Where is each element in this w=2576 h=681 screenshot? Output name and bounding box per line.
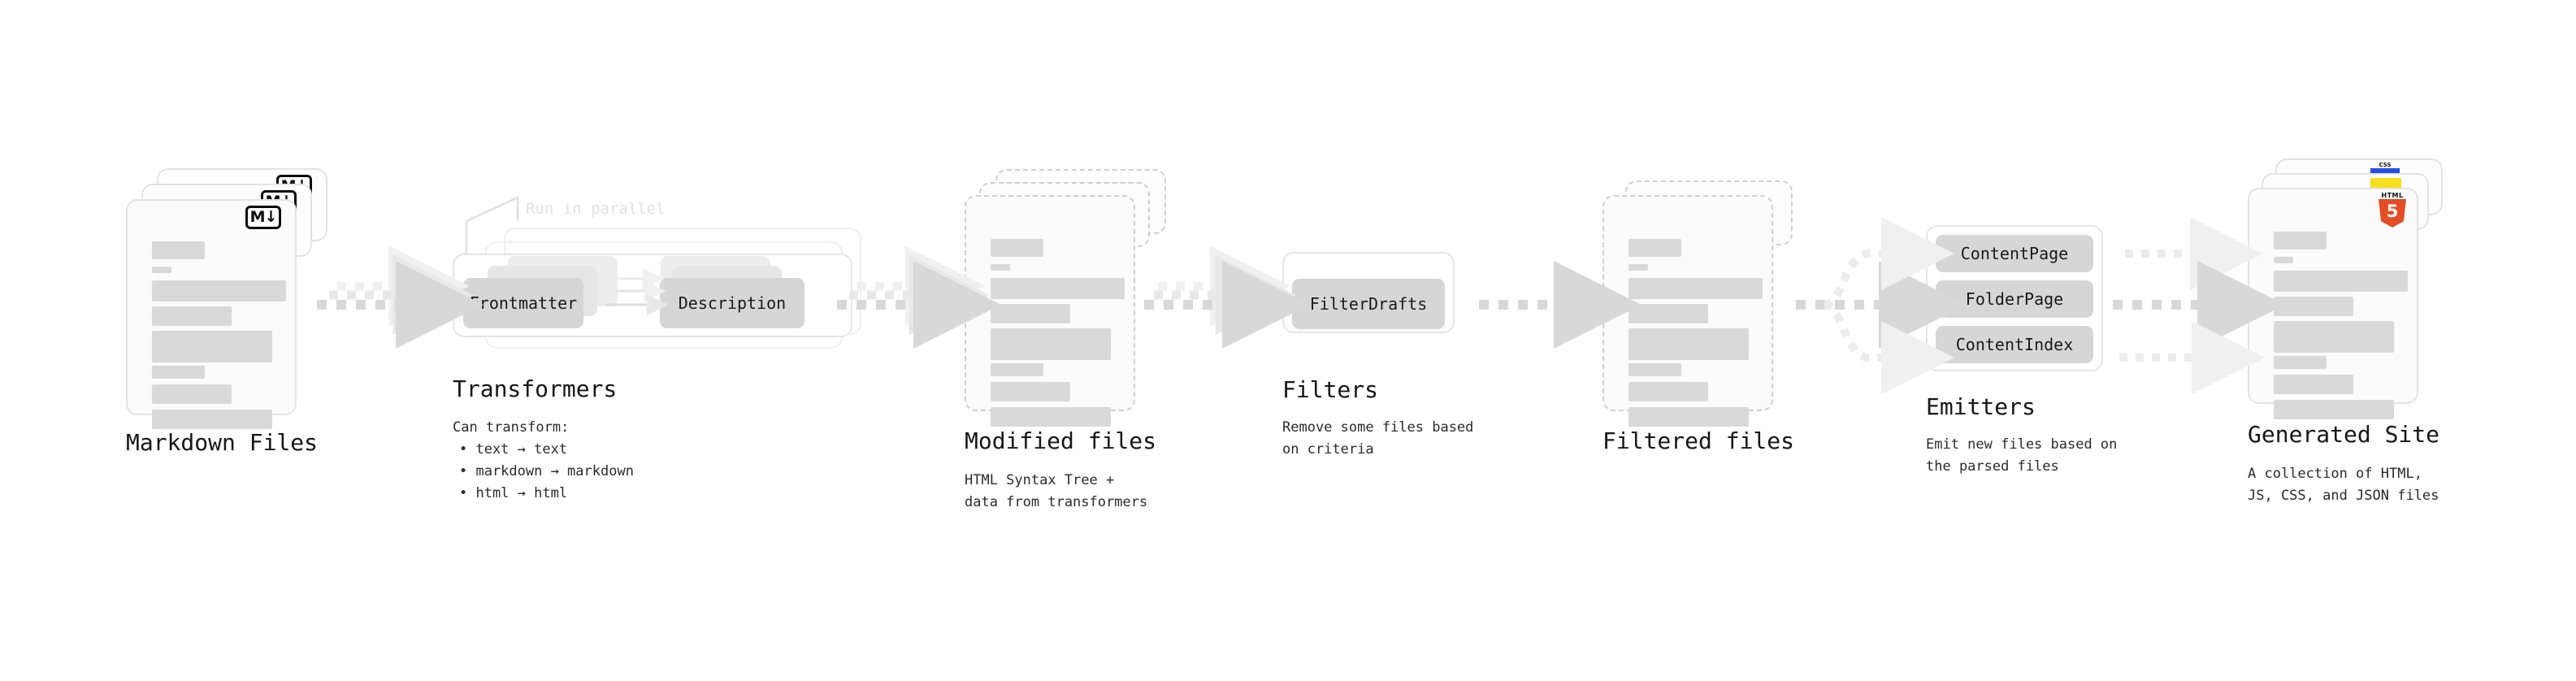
arrow-modified-files-to-filters [1144,245,1310,349]
skeleton-line [1628,382,1708,401]
skeleton-line [1628,407,1749,427]
stage-title-filtered-files: Filtered files [1602,427,1795,454]
stage-caption-transformers: Can transform: [453,419,570,436]
skeleton-line [2274,297,2353,316]
skeleton-line [2274,232,2327,249]
pill-frontmatter[interactable]: Frontmatter [463,278,583,328]
skeleton-line [152,267,171,273]
skeleton-line [152,280,286,301]
stage-caption-generated-site: A collection of HTML, JS, CSS, and JSON … [2248,466,2439,504]
skeleton-line [991,264,1010,271]
skeleton-line [1628,264,1648,271]
skeleton-line [152,241,205,259]
stage-caption-emitters: Emit new files based on the parsed files [1926,436,2118,475]
skeleton-line [152,331,272,362]
css-logo: CSS [2370,162,2400,175]
pill-filterdrafts[interactable]: FilterDrafts [1292,279,1445,329]
skeleton-line [991,304,1070,323]
transformers-bullet-list: • text → text • markdown → markdown • ht… [459,439,634,505]
skeleton-line [2274,400,2394,419]
stage-caption-filters: Remove some files based on criteria [1282,419,1474,458]
pill-description[interactable]: Description [660,278,804,328]
pill-contentpage[interactable]: ContentPage [1936,235,2093,272]
stage-caption-modified-files: HTML Syntax Tree + data from transformer… [965,472,1148,510]
stage-title-emitters: Emitters [1926,393,2036,420]
pill-contentindex[interactable]: ContentIndex [1936,326,2093,363]
transformers-bullet-item: • markdown → markdown [459,463,634,479]
skeleton-line [991,328,1111,360]
arrow-emitters-to-generated-site [2113,217,2285,394]
stage-title-transformers: Transformers [453,375,618,402]
skeleton-line [1628,328,1749,360]
skeleton-line [2274,375,2353,394]
filtered-card-front [1602,195,1773,427]
stage-title-markdown-files: Markdown Files [126,429,319,456]
skeleton-line [991,407,1111,427]
skeleton-line [991,382,1070,401]
skeleton-line [152,306,232,326]
stage-title-generated-site: Generated Site [2248,421,2440,448]
transformers-bullet-item: • html → html [459,485,568,501]
skeleton-line [1628,363,1681,376]
run-in-parallel-note: Run in parallel [526,200,666,218]
skeleton-line [2274,271,2408,292]
skeleton-line [991,239,1043,257]
markdown-card-front [126,199,297,429]
transformers-bullet-item: • text → text [459,441,568,458]
skeleton-line [991,363,1043,376]
skeleton-line [991,278,1125,299]
skeleton-line [152,384,232,404]
pill-folderpage[interactable]: FolderPage [1936,280,2093,318]
stage-title-modified-files: Modified files [965,427,1157,454]
arrow-filtered-files-to-emitters [1796,217,1967,394]
skeleton-line [2274,356,2327,369]
modified-card-front [965,195,1135,427]
skeleton-line [1628,239,1681,257]
skeleton-line [2274,321,2394,353]
skeleton-line [1628,278,1763,299]
skeleton-line [152,366,205,379]
markdown-logo-front: M↓ [245,206,281,229]
skeleton-line [152,410,272,429]
stage-title-filters: Filters [1282,376,1379,403]
skeleton-line [1628,304,1708,323]
skeleton-line [2274,257,2293,263]
arrow-markdown-to-transformers [317,245,484,349]
